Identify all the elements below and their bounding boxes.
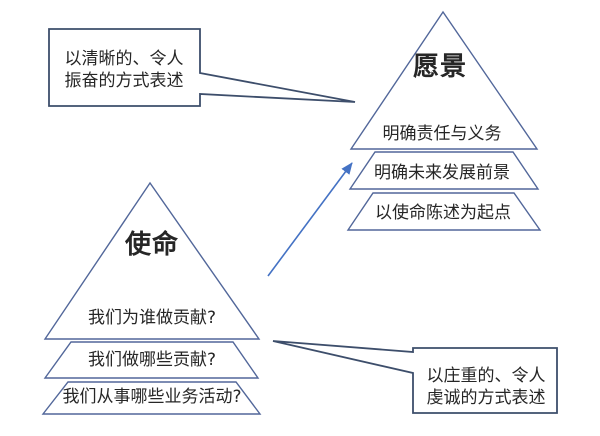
mission-tier-label-3: 我们从事哪些业务活动?: [62, 387, 241, 407]
mission-tier-label-2: 我们做哪些贡献?: [88, 350, 216, 370]
vision-tier-label-2: 明确未来发展前景: [374, 163, 510, 183]
mission-callout-bubble: [272, 340, 558, 414]
vision-callout-text-line2: 振奋的方式表述: [65, 71, 184, 91]
mission-pyramid-middle: [43, 341, 260, 379]
mission-tier-label-1: 我们为谁做贡献?: [88, 308, 216, 328]
vision-pyramid-middle: [348, 151, 540, 190]
vision-pyramid: 愿景 明确责任与义务 明确未来发展前景 以使命陈述为起点: [346, 10, 542, 231]
vision-pyramid-bottom: [346, 192, 542, 231]
mission-callout-text-line1: 以庄重的、令人: [427, 366, 546, 386]
mission-style-callout: 以庄重的、令人 虔诚的方式表述: [272, 340, 558, 414]
vision-title: 愿景: [413, 52, 467, 82]
mission-to-vision-arrow: [267, 162, 353, 277]
mission-title: 使命: [124, 229, 179, 260]
vision-tier-label-1: 明确责任与义务: [383, 124, 502, 144]
vision-style-callout: 以清晰的、令人 振奋的方式表述: [48, 28, 356, 107]
mission-pyramid-top: [43, 181, 261, 340]
mission-pyramid: 使命 我们为谁做贡献? 我们做哪些贡献? 我们从事哪些业务活动?: [41, 181, 262, 415]
vision-callout-bubble: [48, 28, 356, 107]
vision-tier-label-3: 以使命陈述为起点: [375, 202, 511, 223]
mission-callout-text-line2: 虔诚的方式表述: [427, 388, 546, 408]
vision-pyramid-top: [349, 10, 539, 150]
mission-pyramid-bottom: [41, 381, 262, 415]
vision-callout-text-line1: 以清晰的、令人: [65, 49, 184, 69]
